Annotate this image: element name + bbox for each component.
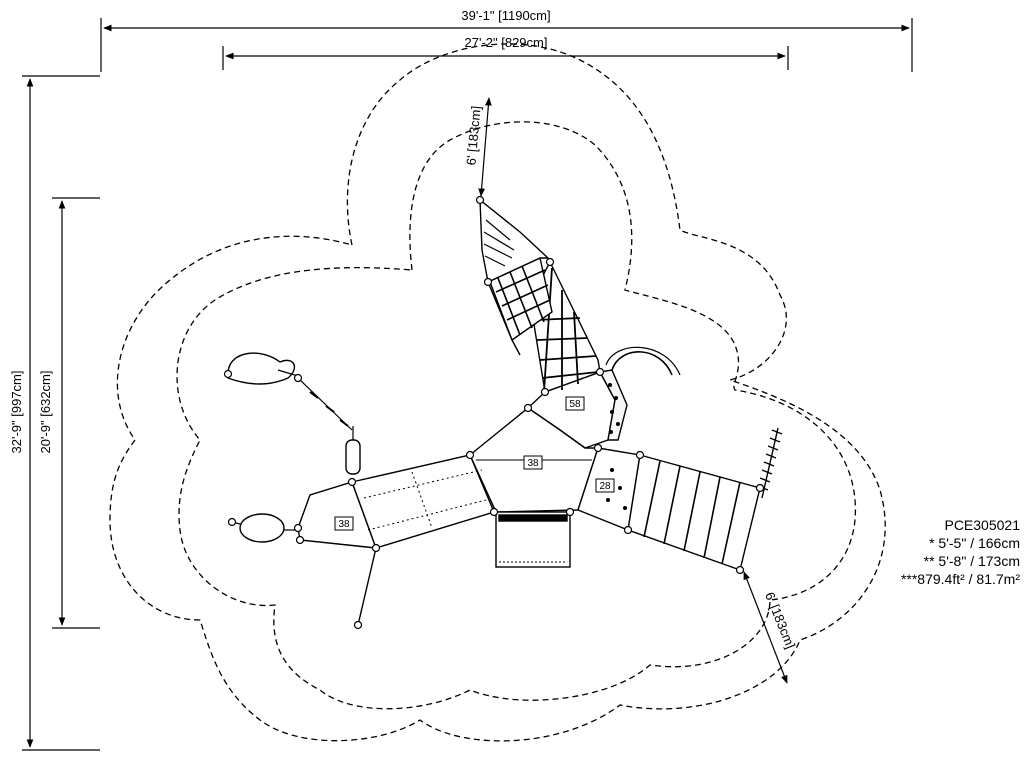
hanging-ring [345,439,361,475]
structure-width-label: 27'-2" [829cm] [465,35,548,50]
horizontal-ladder [627,454,761,571]
svg-text:38: 38 [338,519,350,530]
overall-depth-dimension [22,75,100,751]
deck-tag-left: 38 [334,516,354,531]
structure-depth-dimension [52,197,100,629]
deck-tag-center: 38 [523,455,543,470]
spiral-climber [757,427,783,499]
outer-use-zone [109,43,886,742]
info-line-3: ***879.4ft² / 81.7m² [900,571,1020,587]
left-sensory-disc [239,513,285,543]
svg-text:38: 38 [527,458,539,469]
clearance-top-dimension [478,97,492,197]
model-number: PCE305021 [944,517,1020,533]
deck-tag-upper: 58 [565,396,585,411]
clearance-right-label: 6' [183cm] [762,590,798,651]
play-structure [223,195,783,630]
support-leg [357,547,377,626]
structure-width-dimension [222,46,789,70]
overall-width-label: 39'-1" [1190cm] [461,8,550,23]
overall-depth-label: 32'-9" [997cm] [9,371,24,454]
info-line-1: * 5'-5" / 166cm [929,535,1020,551]
curved-slide [611,351,673,376]
left-spinner [227,352,296,385]
inner-use-zone [176,121,857,710]
info-line-2: ** 5'-8" / 173cm [923,553,1020,569]
deck-tag-right: 28 [595,478,615,493]
svg-text:28: 28 [599,481,611,492]
svg-text:58: 58 [569,399,581,410]
model-info-block: PCE305021 * 5'-5" / 166cm ** 5'-8" / 173… [884,516,1020,588]
clearance-right-dimension [743,571,788,684]
structure-depth-label: 20'-9" [632cm] [38,371,53,454]
overall-width-dimension [100,18,913,72]
clearance-top-label: 6' [183cm] [463,105,483,166]
